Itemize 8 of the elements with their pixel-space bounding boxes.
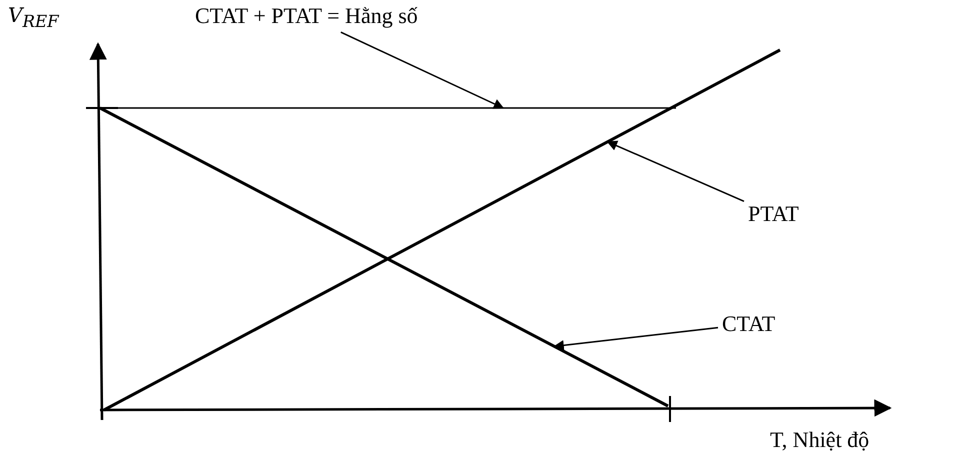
leader-arrow: [606, 140, 744, 202]
curve-label: CTAT: [722, 312, 776, 336]
leader-arrow: [553, 326, 718, 351]
equation-label: CTAT + PTAT = Hằng số: [195, 4, 418, 28]
axis-label: T, Nhiệt độ: [770, 428, 870, 452]
leader-arrow: [340, 32, 504, 109]
axis-label: V$_{REF}$: [8, 4, 59, 32]
curve-label: PTAT: [748, 202, 799, 226]
